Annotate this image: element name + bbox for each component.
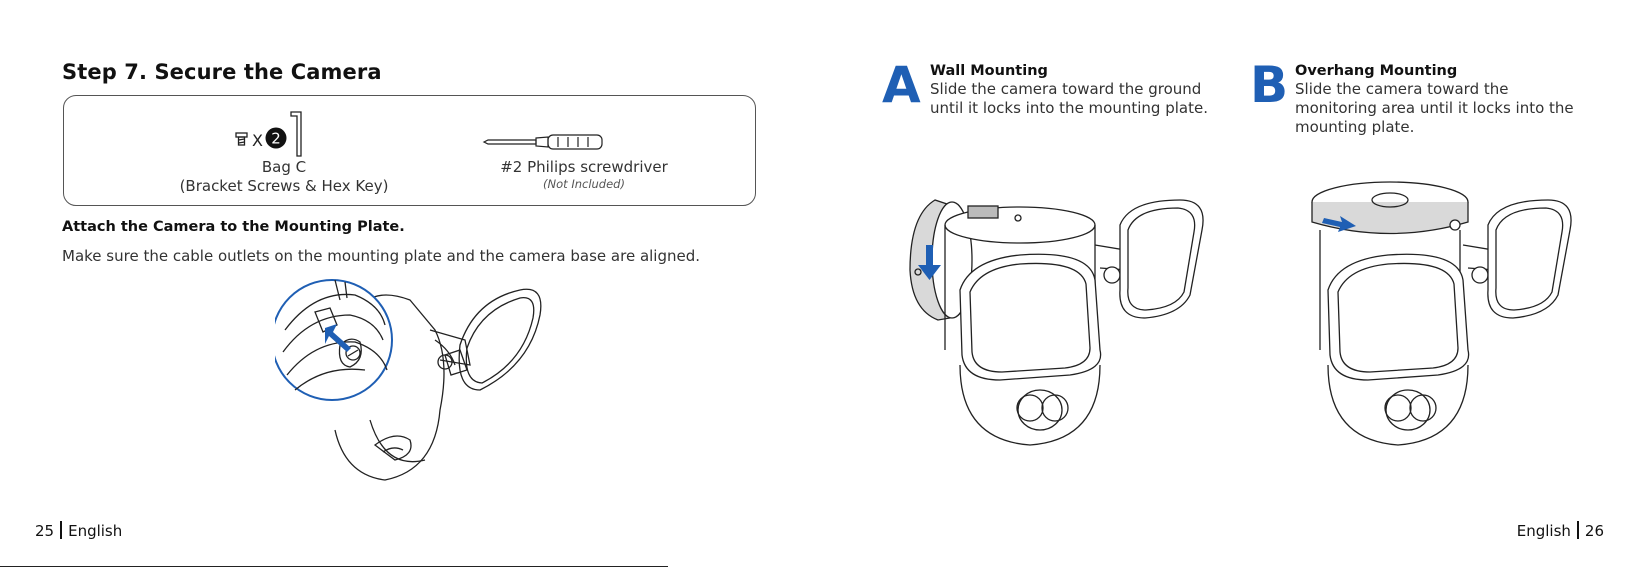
arrow-diagonal-icon [1322, 216, 1356, 232]
overhang-mount-camera-icon [1311, 181, 1572, 446]
option-b-letter: B [1250, 56, 1289, 114]
bag-c-icons: X 2 [174, 102, 394, 158]
left-page: Step 7. Secure the Camera X 2 [35, 60, 756, 541]
footer-language: English [1516, 522, 1571, 540]
wall-mount-camera-icon [909, 199, 1204, 446]
attach-illustration [271, 270, 575, 500]
option-a-text: Wall Mounting Slide the camera toward th… [930, 62, 1230, 118]
footer-language: English [68, 522, 123, 540]
quantity-x: X [252, 131, 263, 150]
parts-box: X 2 Bag C (Bracket Screws & Hex Key) [63, 95, 756, 206]
part-bag-c: X 2 Bag C (Bracket Screws & Hex Key) [174, 102, 394, 196]
arrow-down-icon [918, 245, 941, 280]
bag-c-title: Bag C [261, 158, 307, 176]
wall-mounting-illustration [890, 180, 1230, 460]
screwdriver-note: (Not Included) [543, 177, 625, 191]
overhang-mounting-illustration [1250, 180, 1590, 460]
bag-c-subtitle: (Bracket Screws & Hex Key) [179, 177, 389, 195]
screw-hexkey-icon: X 2 [235, 111, 302, 157]
screwdriver-icon [482, 134, 603, 150]
footer-page-number: 26 [1584, 522, 1604, 540]
bottom-rule [0, 566, 668, 567]
part-screwdriver: #2 Philips screwdriver (Not Included) [474, 102, 694, 191]
attach-body: Make sure the cable outlets on the mount… [62, 247, 701, 265]
screwdriver-icon-wrap [474, 102, 694, 158]
attach-title: Attach the Camera to the Mounting Plate. [62, 219, 405, 235]
option-b-text: Overhang Mounting Slide the camera towar… [1295, 62, 1595, 137]
option-b-description: Slide the camera toward the monitoring a… [1295, 80, 1574, 136]
footer-right: English 26 [1516, 520, 1604, 541]
footer-divider [1576, 520, 1579, 539]
quantity-number: 2 [271, 130, 281, 148]
option-a-description: Slide the camera toward the ground until… [930, 80, 1208, 117]
option-a-title: Wall Mounting [930, 63, 1048, 79]
footer-divider [60, 520, 63, 539]
step-title: Step 7. Secure the Camera [62, 60, 382, 84]
footer-left: 25 English [35, 520, 123, 541]
option-b-title: Overhang Mounting [1295, 63, 1458, 79]
footer-page-number: 25 [35, 522, 55, 540]
screwdriver-title: #2 Philips screwdriver [500, 158, 668, 176]
camera-mounting-illustration [271, 279, 542, 481]
right-page: A Wall Mounting Slide the camera toward … [820, 0, 1639, 568]
option-a-letter: A [882, 56, 921, 114]
